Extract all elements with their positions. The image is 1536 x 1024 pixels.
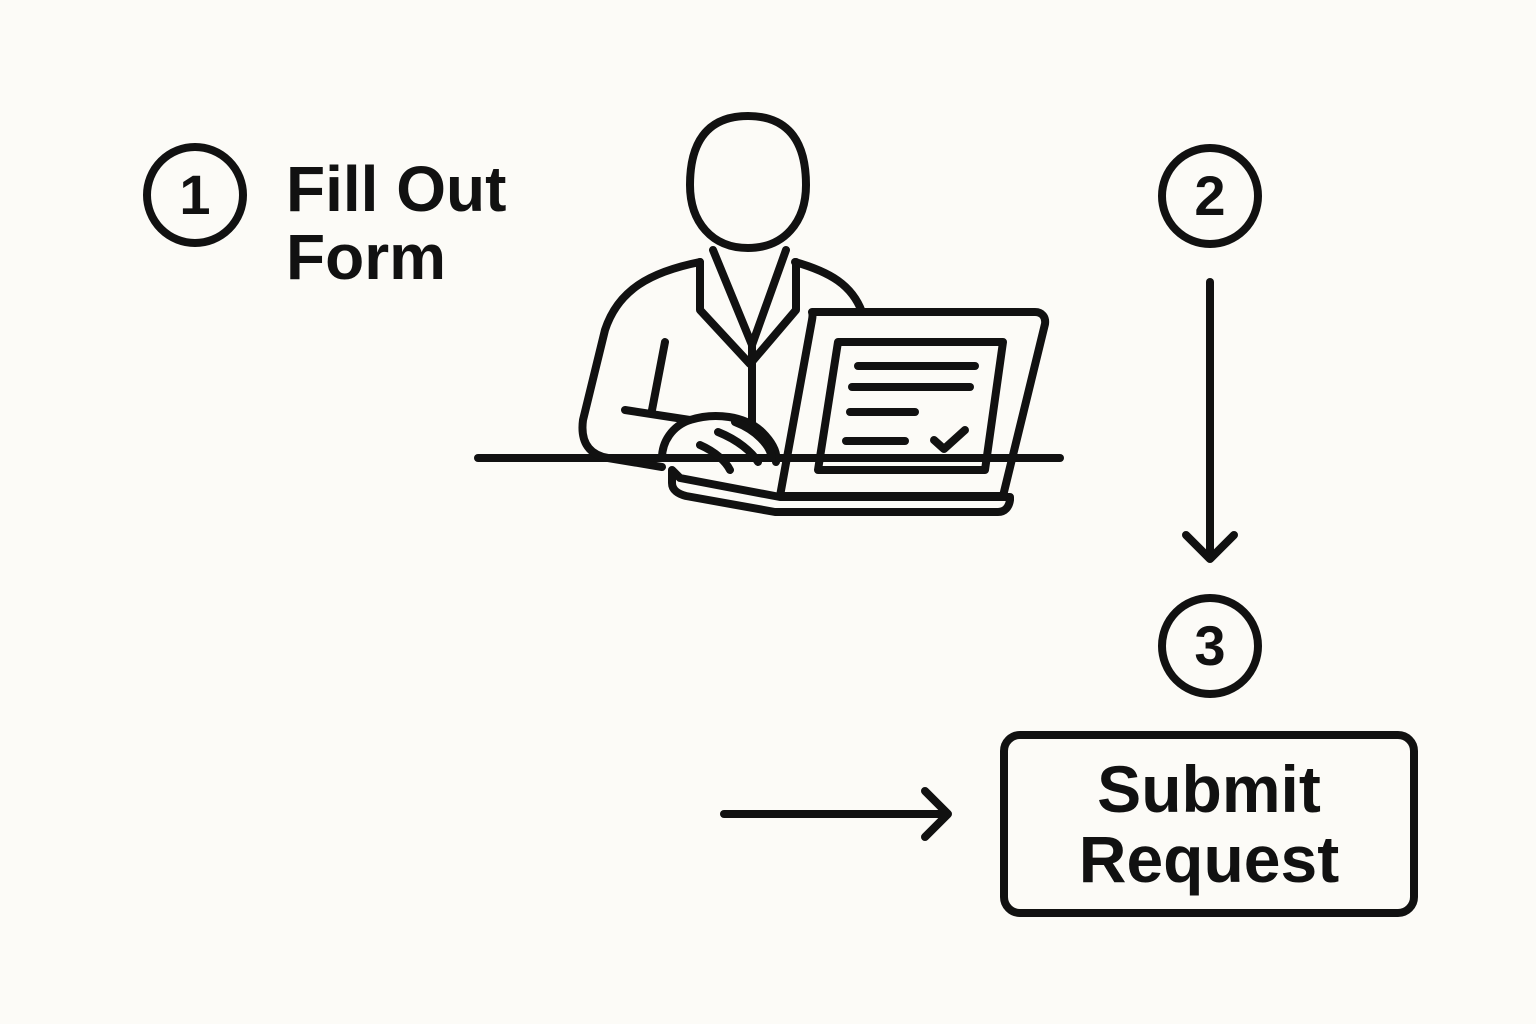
- step-3-number: 3: [1194, 614, 1226, 677]
- laptop-base: [668, 466, 1014, 516]
- submit-request-line-1: Submit: [1097, 752, 1321, 826]
- person-at-laptop-icon: [474, 112, 1064, 516]
- step-1-label: Fill Out Form: [286, 155, 506, 291]
- person-arm-crease: [648, 338, 669, 414]
- step-2-circle: [1158, 144, 1262, 248]
- laptop-screen: [776, 308, 1050, 500]
- person-right-shoulder: [791, 258, 866, 316]
- form-document-icon: [814, 338, 1007, 474]
- step-2-number: 2: [1194, 164, 1226, 227]
- person-head: [686, 112, 810, 252]
- step-1-circle: [143, 143, 247, 247]
- submit-request-button[interactable]: Submit Request: [1004, 735, 1414, 913]
- person-body: [578, 258, 704, 471]
- arrow-right-icon: [720, 787, 952, 841]
- arrow-down-icon: [1182, 278, 1238, 563]
- submit-request-line-2: Request: [1078, 822, 1340, 896]
- step-1-label-line-2: Form: [286, 221, 446, 293]
- step-1-number: 1: [179, 163, 211, 226]
- person-hand: [658, 416, 776, 474]
- checkmark-icon: [930, 426, 969, 453]
- step-3-circle: [1158, 594, 1262, 698]
- step-1-label-line-1: Fill Out: [286, 153, 507, 225]
- person-forearm: [621, 406, 781, 466]
- submit-request-button-outline: [1000, 731, 1418, 917]
